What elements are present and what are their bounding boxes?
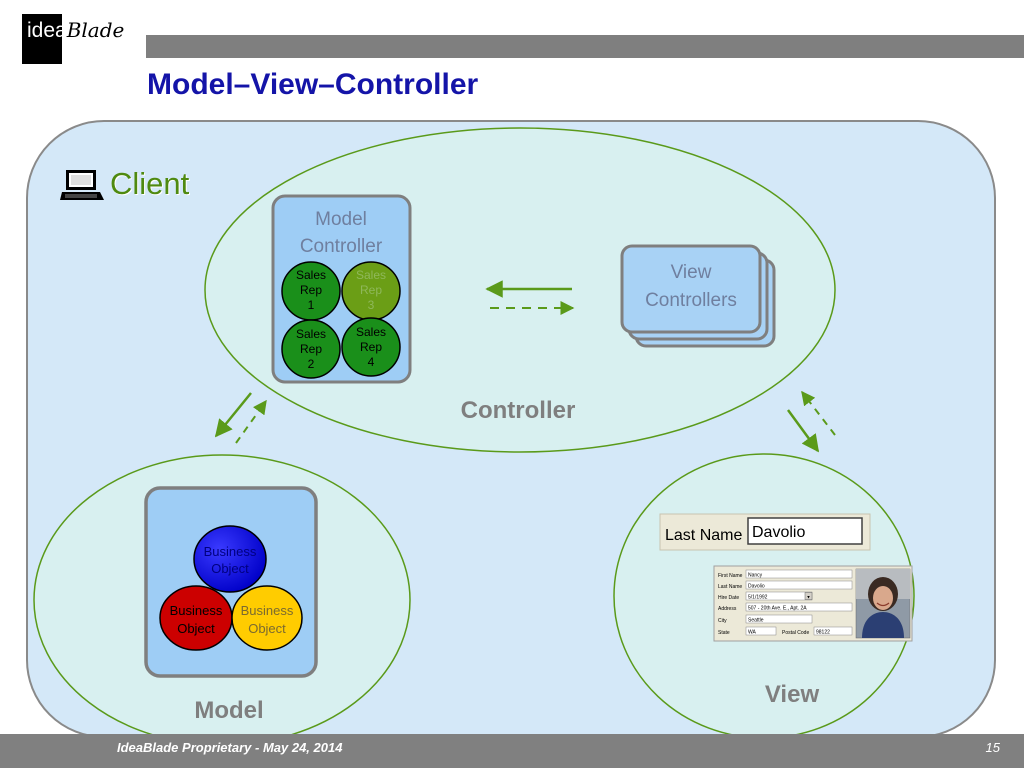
form-label-address: Address	[718, 606, 737, 612]
laptop-icon	[60, 170, 104, 200]
sales-rep-1-line2: Rep	[300, 283, 322, 297]
photo-shoulders	[862, 612, 904, 638]
form-label-postal-code: Postal Code	[782, 630, 809, 636]
model-label: Model	[194, 697, 263, 724]
form-value-hire-date: 5/1/1992	[748, 595, 768, 601]
business-object-red-line2: Object	[177, 621, 215, 636]
form-field-city	[745, 614, 813, 624]
form-label-hire-date: Hire Date	[718, 595, 739, 601]
form-label-city: City	[718, 618, 727, 624]
logo-prefix: idea	[27, 19, 67, 42]
chevron-down-icon: ▾	[807, 595, 810, 601]
model-controller-line2: Controller	[300, 236, 383, 257]
last-name-widget: Last Name Davolio	[659, 513, 871, 551]
sales-rep-2: Sales Rep 2	[281, 319, 341, 379]
hire-date-dropdown	[804, 592, 813, 600]
form-label-first-name: First Name	[718, 573, 743, 579]
sales-rep-4-line2: Rep	[360, 340, 382, 354]
employee-form: First Name Nancy Last Name Davolio Hire …	[713, 565, 913, 642]
model-controller-line1: Model	[315, 209, 367, 230]
controller-label: Controller	[461, 397, 576, 424]
sales-rep-2-line1: Sales	[296, 327, 326, 341]
sales-rep-3: Sales Rep 3	[341, 261, 401, 321]
sales-rep-3-line3: 3	[368, 298, 375, 312]
arrow-controller-to-view	[786, 409, 820, 453]
view-controllers-line1: View	[671, 262, 712, 283]
business-object-yellow-line1: Business	[241, 603, 294, 618]
logo-text: ideaBlade	[27, 15, 124, 46]
last-name-input	[747, 517, 863, 545]
business-object-yellow-circle	[231, 585, 303, 651]
footer-bar	[0, 734, 1024, 768]
view-label: View	[765, 681, 820, 708]
page-number: 15	[985, 740, 1000, 755]
form-row-hire-date: Hire Date 5/1/1992 ▾	[718, 591, 813, 601]
sales-rep-4-line1: Sales	[356, 325, 386, 339]
sales-rep-2-line3: 2	[308, 357, 315, 371]
business-object-red-line1: Business	[170, 603, 223, 618]
form-label-last-name: Last Name	[718, 584, 742, 590]
photo-face	[873, 586, 893, 610]
form-value-city: Seattle	[748, 618, 764, 624]
form-field-address	[745, 602, 853, 612]
form-value-address: 507 - 20th Ave. E., Apt. 2A	[748, 606, 807, 612]
form-field-last-name	[745, 580, 853, 590]
person-photo-icon	[855, 568, 911, 639]
arrow-controller-to-model	[214, 392, 252, 438]
arrow-model-to-controller	[235, 399, 267, 444]
arrow-view-to-controller	[801, 390, 836, 436]
form-field-first-name	[745, 569, 853, 579]
form-value-postal-code: 98122	[816, 630, 830, 636]
form-field-postal-code	[813, 626, 853, 636]
footer-text: IdeaBlade Proprietary - May 24, 2014	[117, 740, 343, 755]
sales-rep-3-line1: Sales	[356, 268, 386, 282]
form-row-first-name: First Name Nancy	[718, 569, 853, 579]
logo	[22, 14, 62, 64]
sales-rep-2-line2: Rep	[300, 342, 322, 356]
client-label: Client	[110, 166, 190, 201]
form-row-state: State WA Postal Code 98122	[718, 626, 853, 636]
business-object-red-circle	[159, 585, 233, 651]
sales-rep-1-line3: 1	[308, 298, 315, 312]
page-title: Model–View–Controller	[147, 68, 479, 101]
form-label-state: State	[718, 630, 730, 636]
sales-rep-4-circle	[341, 317, 401, 377]
sales-rep-1-line1: Sales	[296, 268, 326, 282]
view-controllers-line2: Controllers	[645, 290, 737, 311]
business-object-blue: Business Object	[193, 525, 267, 593]
logo-suffix: Blade	[66, 18, 125, 42]
business-object-yellow: Business Object	[231, 585, 303, 651]
business-object-yellow-line2: Object	[248, 621, 286, 636]
header-bar	[146, 35, 1024, 58]
view-controllers-box	[620, 244, 762, 334]
form-row-address: Address 507 - 20th Ave. E., Apt. 2A	[718, 602, 853, 612]
sales-rep-2-circle	[281, 319, 341, 379]
form-value-last-name: Davolio	[748, 584, 765, 590]
business-object-blue-line1: Business	[204, 544, 257, 559]
last-name-value: Davolio	[752, 524, 805, 541]
form-value-first-name: Nancy	[748, 573, 763, 579]
business-object-blue-circle	[193, 525, 267, 593]
form-field-state	[745, 626, 777, 636]
photo-smile	[876, 602, 890, 607]
business-object-blue-line2: Object	[211, 561, 249, 576]
business-object-red: Business Object	[159, 585, 233, 651]
sales-rep-1: Sales Rep 1	[281, 261, 341, 321]
sales-rep-4-line3: 4	[368, 355, 375, 369]
form-row-last-name: Last Name Davolio	[718, 580, 853, 590]
sales-rep-4: Sales Rep 4	[341, 317, 401, 377]
sales-rep-3-line2: Rep	[360, 283, 382, 297]
form-row-city: City Seattle	[718, 614, 813, 624]
last-name-label: Last Name	[665, 527, 742, 544]
form-value-state: WA	[748, 630, 757, 636]
